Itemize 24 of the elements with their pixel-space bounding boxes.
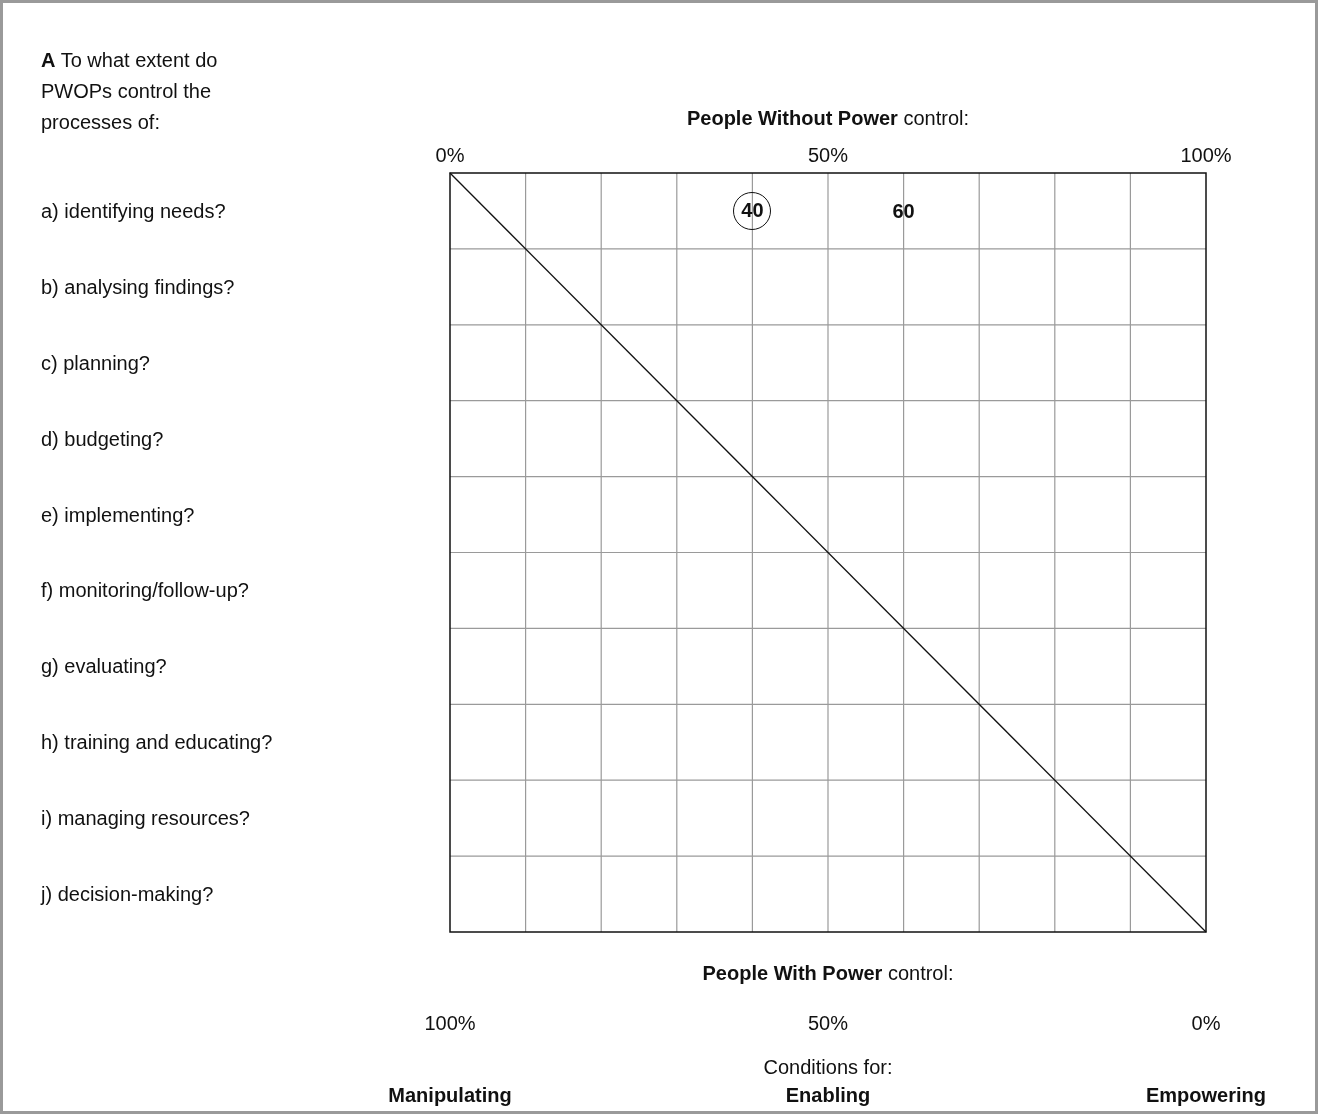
- list-item: i) managing resources?: [41, 806, 250, 831]
- tick-label: 100%: [424, 1011, 476, 1035]
- caption-text: Conditions for:: [763, 1055, 893, 1079]
- tick-label: 0%: [1191, 1011, 1221, 1035]
- category-label: Enabling: [785, 1083, 871, 1107]
- list-item: g) evaluating?: [41, 654, 167, 679]
- list-item: a) identifying needs?: [41, 198, 226, 223]
- list-item: e) implementing?: [41, 502, 195, 527]
- tick-label: 50%: [808, 143, 848, 167]
- category-label: Empowering: [1146, 1083, 1266, 1107]
- list-item: f) monitoring/follow-up?: [41, 578, 249, 603]
- tick-label: 50%: [808, 1011, 848, 1035]
- tick-label: 100%: [1180, 143, 1232, 167]
- axis-title: People Without Power control:: [686, 106, 970, 130]
- list-item: j) decision-making?: [41, 882, 214, 907]
- list-item: d) budgeting?: [41, 426, 164, 451]
- question-text: A To what extent do PWOPs control the processes of:: [41, 48, 219, 135]
- list-item: h) training and educating?: [41, 730, 273, 755]
- list-item: c) planning?: [41, 350, 150, 375]
- axis-title: People With Power control:: [702, 961, 954, 985]
- list-item: b) analysing findings?: [41, 274, 235, 299]
- tick-label: 0%: [435, 143, 465, 167]
- category-label: Manipulating: [388, 1083, 512, 1107]
- grid-value: 60: [892, 198, 915, 223]
